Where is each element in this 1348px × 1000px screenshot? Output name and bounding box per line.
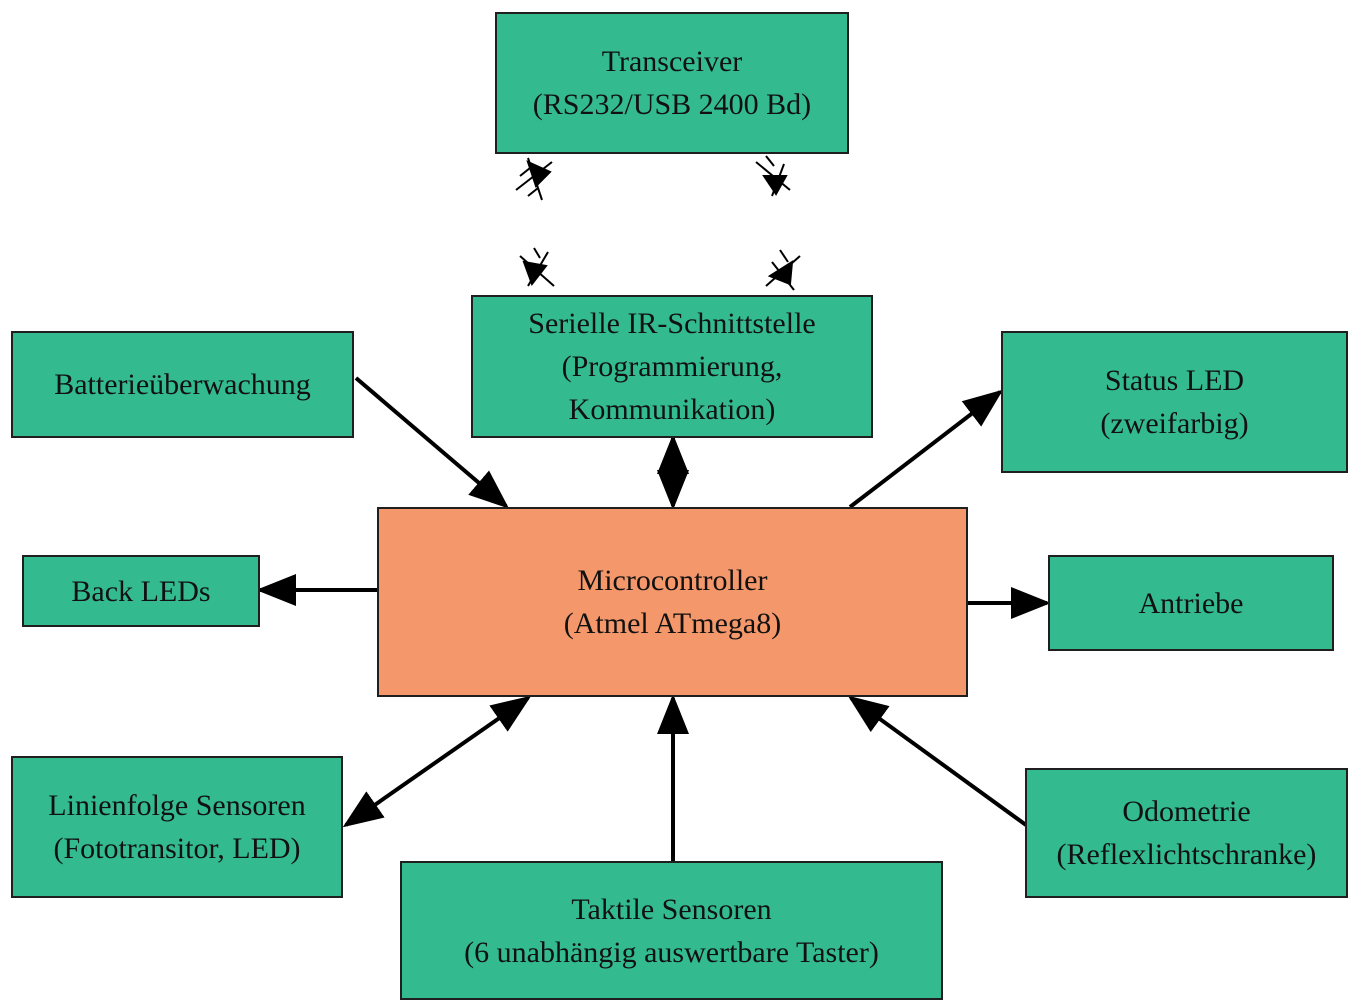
tactile-sensors-block: Taktile Sensoren (6 unabhängig auswertba… <box>400 861 943 1000</box>
ir-interface-block: Serielle IR-Schnittstelle (Programmierun… <box>471 295 873 438</box>
arrow-battery-to-mcu <box>354 376 510 509</box>
microcontroller-subtitle: (Atmel ATmega8) <box>563 607 782 640</box>
status-led-subtitle: (zweifarbig) <box>1100 407 1249 440</box>
tactile-sensors-subtitle: (6 unabhängig auswertbare Taster) <box>464 935 879 969</box>
arrow-line-sensors-mcu-bidirectional <box>342 695 532 828</box>
ir-interface-title: Serielle IR-Schnittstelle <box>528 307 816 340</box>
arrow-odometry-to-mcu <box>847 695 1028 827</box>
transceiver-title: Transceiver <box>601 45 743 78</box>
transceiver-block: Transceiver (RS232/USB 2400 Bd) <box>495 12 849 154</box>
line-sensors-title: Linienfolge Sensoren <box>48 789 306 822</box>
ir-diode-symbol <box>515 157 553 201</box>
drives-block: Antriebe <box>1048 555 1334 651</box>
ir-interface-subtitle-1: (Programmierung, <box>561 350 783 383</box>
tactile-sensors-title: Taktile Sensoren <box>571 892 772 926</box>
battery-monitor-title: Batterieüberwachung <box>54 368 311 401</box>
odometry-block: Odometrie (Reflexlichtschranke) <box>1025 768 1348 898</box>
microcontroller-title: Microcontroller <box>577 564 768 597</box>
back-leds-block: Back LEDs <box>22 555 260 627</box>
line-sensors-subtitle: (Fototransitor, LED) <box>53 832 301 865</box>
arrow-mcu-to-status-led <box>848 389 1004 509</box>
line-sensors-block: Linienfolge Sensoren (Fototransitor, LED… <box>11 756 343 898</box>
odometry-title: Odometrie <box>1122 795 1251 828</box>
status-led-block: Status LED (zweifarbig) <box>1001 331 1348 473</box>
odometry-subtitle: (Reflexlichtschranke) <box>1056 838 1317 871</box>
transceiver-subtitle: (RS232/USB 2400 Bd) <box>532 88 812 121</box>
back-leds-title: Back LEDs <box>71 574 211 608</box>
status-led-title: Status LED <box>1104 364 1245 397</box>
ir-diode-symbol <box>765 249 801 291</box>
ir-diode-symbol <box>519 247 555 287</box>
ir-diode-symbol <box>755 155 791 197</box>
battery-monitor-block: Batterieüberwachung <box>11 331 354 438</box>
microcontroller-block: Microcontroller (Atmel ATmega8) <box>377 507 968 697</box>
ir-interface-subtitle-2: Kommunikation) <box>568 393 776 426</box>
drives-title: Antriebe <box>1138 586 1244 620</box>
